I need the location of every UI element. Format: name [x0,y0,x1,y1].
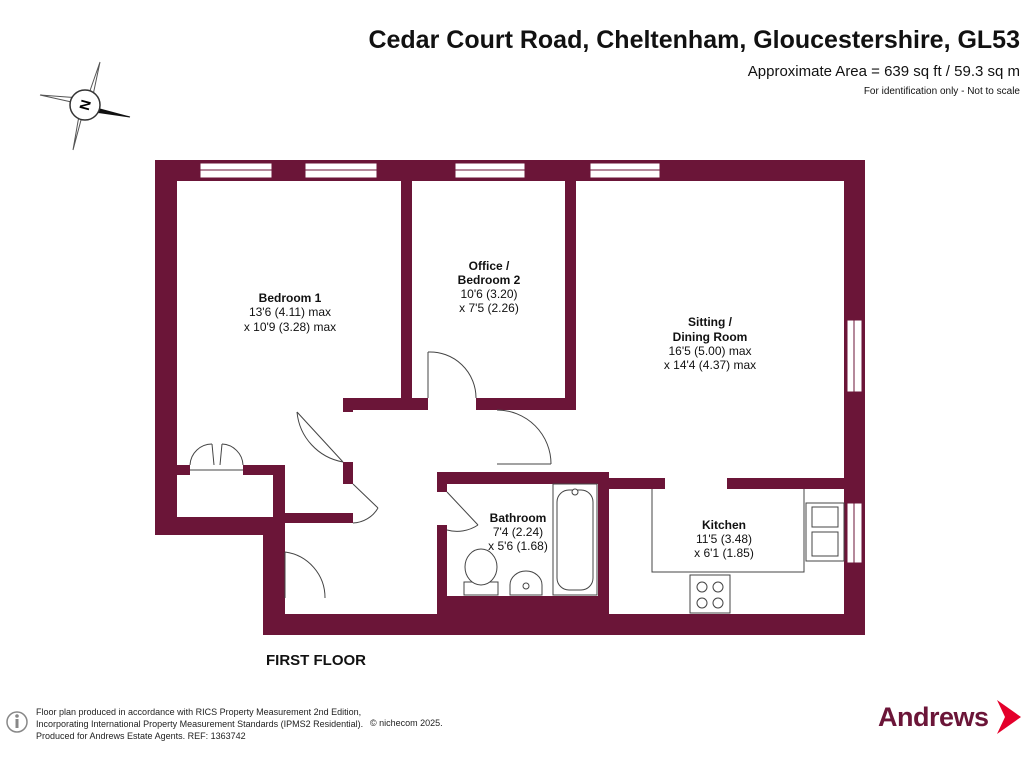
kitchen-fixtures [651,489,845,614]
sitting-name-line1: Sitting / [688,315,733,329]
compass-icon: N [39,61,131,151]
bedroom1-dim1: 13'6 (4.11) max [249,305,331,319]
andrews-logo: Andrews [878,702,989,732]
bathroom-dim1: 7'4 (2.24) [493,525,543,539]
office-dim2: x 7'5 (2.26) [459,301,519,315]
footer-line1: Floor plan produced in accordance with R… [36,707,362,717]
kitchen-dim1: 11'5 (3.48) [696,532,752,546]
identification-note: For identification only - Not to scale [863,86,1020,97]
sitting-name-line2: Dining Room [673,330,748,344]
walls [155,160,865,635]
office-name-line2: Bedroom 2 [458,273,521,287]
person-info-icon [6,711,28,733]
toilet-icon [464,548,498,586]
kitchen-counter [651,489,805,573]
bathroom-fixtures [463,483,598,596]
doors [189,351,552,599]
bedroom1-dim2: x 10'9 (3.28) max [244,320,336,334]
bedroom1-name: Bedroom 1 [259,291,322,305]
room-labels: Bedroom 1 13'6 (4.11) max x 10'9 (3.28) … [244,259,756,560]
floor-label: FIRST FLOOR [266,652,366,669]
bathroom-dim2: x 5'6 (1.68) [488,539,548,553]
approximate-area: Approximate Area = 639 sq ft / 59.3 sq m [747,63,1020,80]
footer-disclaimer: Floor plan produced in accordance with R… [36,706,363,742]
sitting-dim1: 16'5 (5.00) max [669,344,752,358]
footer-line3: Produced for Andrews Estate Agents. REF:… [36,731,246,741]
office-name-line1: Office / [469,259,510,273]
bathroom-name: Bathroom [490,511,547,525]
footer-line2: Incorporating International Property Mea… [36,719,364,729]
footer-copyright: © nichecom 2025. [370,718,443,728]
window-panes [200,169,855,563]
office-dim1: 10'6 (3.20) [461,287,518,301]
compass-north-letter: N [76,98,94,112]
windows [199,162,863,564]
hob-icon [689,574,731,614]
andrews-arrow-icon [997,700,1021,734]
property-address-title: Cedar Court Road, Cheltenham, Gloucester… [368,26,1020,54]
kitchen-name: Kitchen [702,518,746,532]
kitchen-dim2: x 6'1 (1.85) [694,546,754,560]
sitting-dim2: x 14'4 (4.37) max [664,358,756,372]
